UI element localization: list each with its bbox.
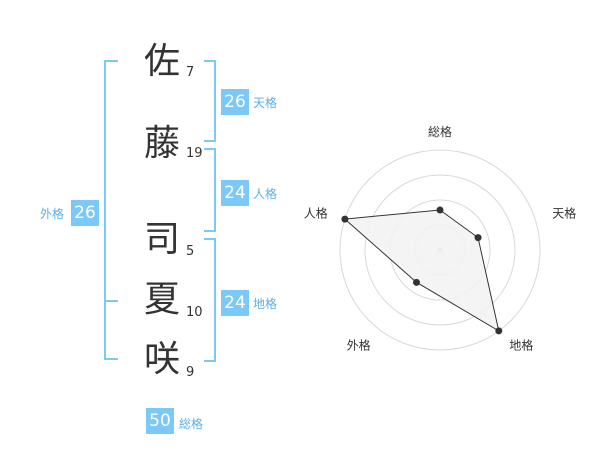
stroke-count-5: 9 (186, 365, 195, 380)
radar-ring (339, 149, 541, 351)
gaikaku-label: 外格 (40, 207, 65, 221)
radar-point-1 (436, 206, 444, 214)
radar-ring (364, 174, 516, 326)
soukaku-value-badge: 50 (146, 408, 174, 434)
name-char-3: 司 (143, 219, 180, 260)
name-char-4: 夏 (143, 279, 180, 320)
radar-polygon (343, 209, 500, 332)
name-char-2: 藤 (143, 123, 180, 164)
tenkaku-label: 天格 (253, 96, 278, 110)
gaikaku-bracket-upper (104, 60, 118, 302)
stroke-count-4: 10 (186, 305, 203, 320)
tenkaku-bracket (204, 60, 216, 142)
radar-axis-label-2: 天格 (552, 206, 576, 221)
name-char-5: 咲 (143, 339, 180, 380)
chikaku-label: 地格 (253, 297, 278, 311)
radar-point-5 (341, 215, 349, 223)
stroke-count-2: 19 (186, 146, 203, 161)
tenkaku-value-badge: 26 (221, 89, 249, 115)
stroke-count-3: 5 (186, 244, 195, 259)
radar-axis-label-4: 外格 (347, 337, 371, 352)
radar-point-4 (412, 278, 420, 286)
gaikaku-bracket-lower (104, 298, 118, 360)
jinkaku-bracket (204, 148, 216, 232)
gaikaku-value-badge: 26 (71, 200, 99, 226)
name-char-1: 佐 (143, 41, 180, 82)
chikaku-value-badge: 24 (221, 290, 249, 316)
radar-point-2 (474, 234, 482, 242)
radar-axis-label-5: 人格 (304, 206, 328, 221)
soukaku-label: 総格 (179, 417, 204, 431)
jinkaku-label: 人格 (253, 187, 278, 201)
radar-axis-label-1: 総格 (428, 124, 452, 139)
stroke-count-1: 7 (186, 65, 195, 80)
radar-shape (341, 206, 503, 335)
chikaku-bracket (204, 238, 216, 362)
radar-point-3 (495, 327, 503, 335)
radar-axis-label-3: 地格 (509, 337, 533, 352)
jinkaku-value-badge: 24 (221, 180, 249, 206)
